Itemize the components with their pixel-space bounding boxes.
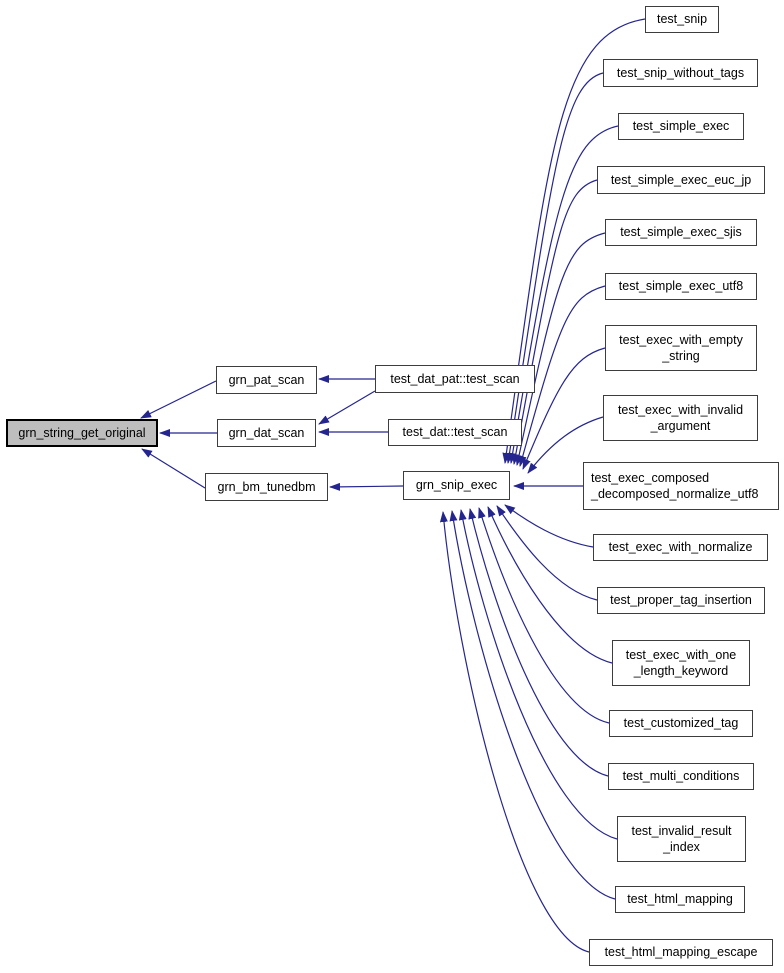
node-grn_string_get_original[interactable]: grn_string_get_original	[6, 419, 158, 447]
edge-test_html_mapping_escape-grn_snip_exec	[439, 511, 590, 953]
node-grn_pat_scan[interactable]: grn_pat_scan	[216, 366, 317, 394]
node-grn_snip_exec[interactable]: grn_snip_exec	[403, 471, 510, 500]
edge-test_dat_pat_test_scan-grn_dat_scan	[318, 390, 376, 425]
node-grn_bm_tunedbm[interactable]: grn_bm_tunedbm	[205, 473, 328, 501]
node-test_proper_tag_insertion[interactable]: test_proper_tag_insertion	[597, 587, 765, 614]
node-test_dat_test_scan[interactable]: test_dat::test_scan	[388, 419, 522, 446]
edge-test_multi_conditions-grn_snip_exec	[468, 508, 609, 777]
node-test_simple_exec_utf8[interactable]: test_simple_exec_utf8	[605, 273, 757, 300]
edge-test_exec_with_normalize-grn_snip_exec	[504, 504, 594, 548]
node-grn_dat_scan[interactable]: grn_dat_scan	[217, 419, 316, 447]
node-test_simple_exec_euc_jp[interactable]: test_simple_exec_euc_jp	[597, 166, 765, 194]
edge-test_snip-grn_snip_exec	[502, 18, 646, 464]
node-test_html_mapping[interactable]: test_html_mapping	[615, 886, 745, 913]
node-test_invalid_result_index[interactable]: test_invalid_result _index	[617, 816, 746, 862]
edge-test_simple_exec_utf8-grn_snip_exec	[518, 285, 606, 467]
edge-grn_bm_tunedbm-grn_string_get_original	[141, 448, 206, 489]
node-test_snip_without_tags[interactable]: test_snip_without_tags	[603, 59, 758, 87]
node-test_snip[interactable]: test_snip	[645, 6, 719, 33]
edge-test_snip_without_tags-grn_snip_exec	[505, 72, 604, 464]
node-test_exec_with_empty_string[interactable]: test_exec_with_empty _string	[605, 325, 757, 371]
edge-test_exec_with_invalid_argument-grn_snip_exec	[527, 416, 604, 474]
node-test_simple_exec[interactable]: test_simple_exec	[618, 113, 744, 140]
node-test_customized_tag[interactable]: test_customized_tag	[609, 710, 753, 737]
edge-test_exec_with_empty_string-grn_snip_exec	[522, 347, 606, 470]
edge-test_customized_tag-grn_snip_exec	[478, 507, 610, 724]
node-test_exec_with_normalize[interactable]: test_exec_with_normalize	[593, 534, 768, 561]
edge-test_proper_tag_insertion-grn_snip_exec	[496, 505, 598, 601]
node-test_simple_exec_sjis[interactable]: test_simple_exec_sjis	[605, 219, 757, 246]
node-test_html_mapping_escape[interactable]: test_html_mapping_escape	[589, 939, 773, 966]
node-test_multi_conditions[interactable]: test_multi_conditions	[608, 763, 754, 790]
edge-test_simple_exec_sjis-grn_snip_exec	[515, 232, 606, 466]
edge-grn_snip_exec-grn_bm_tunedbm	[329, 482, 404, 491]
edge-test_exec_with_one_length_keyword-grn_snip_exec	[487, 506, 613, 664]
edge-grn_pat_scan-grn_string_get_original	[140, 380, 217, 419]
edge-test_invalid_result_index-grn_snip_exec	[458, 509, 618, 840]
node-test_exec_with_invalid_argument[interactable]: test_exec_with_invalid _argument	[603, 395, 758, 441]
edge-test_html_mapping-grn_snip_exec	[449, 510, 616, 900]
node-test_exec_composed_decomposed_normalize_utf8[interactable]: test_exec_composed _decomposed_normalize…	[583, 462, 779, 510]
node-test_dat_pat_test_scan[interactable]: test_dat_pat::test_scan	[375, 365, 535, 393]
node-test_exec_with_one_length_keyword[interactable]: test_exec_with_one _length_keyword	[612, 640, 750, 686]
